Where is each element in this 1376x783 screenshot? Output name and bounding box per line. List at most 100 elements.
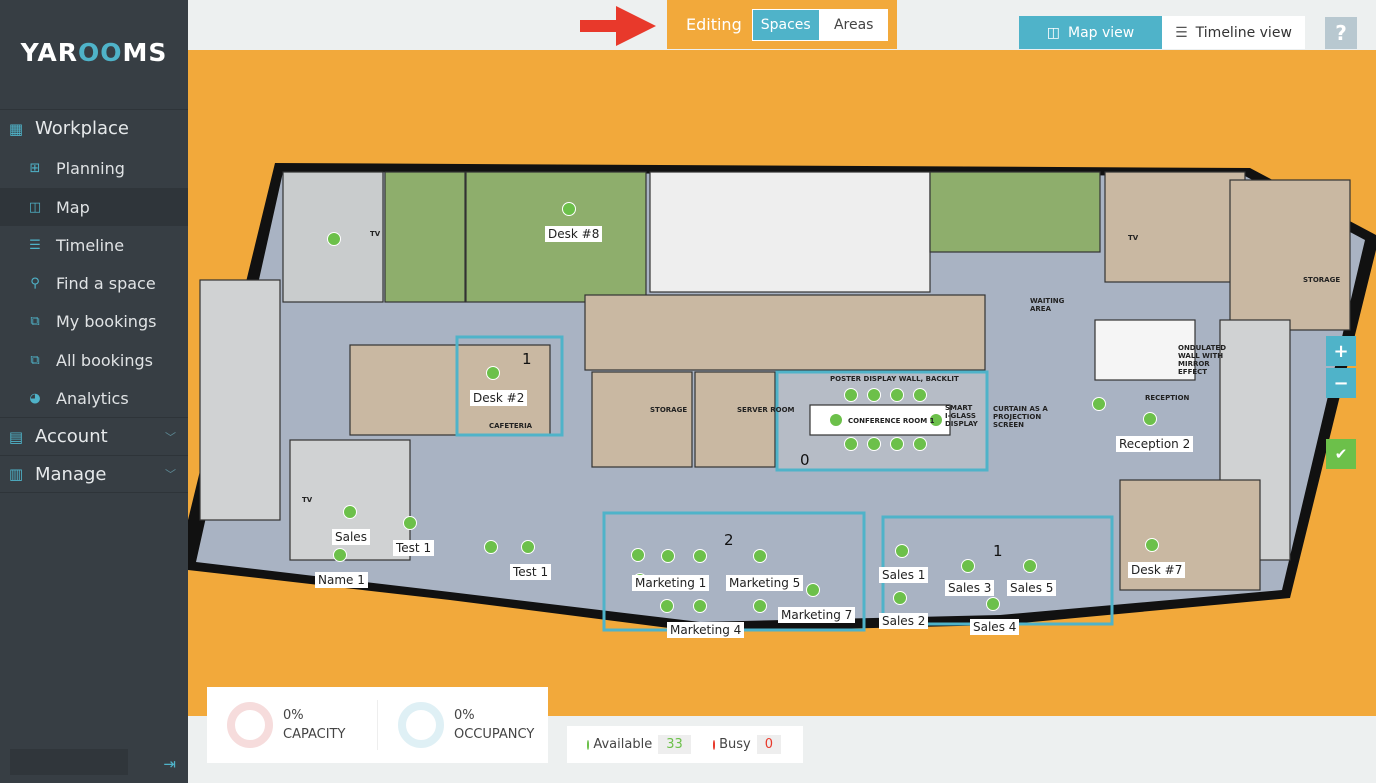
bookings-icon: ⧉ [30, 352, 40, 368]
map-icon: ◫ [1046, 24, 1060, 41]
zoom-out-button[interactable]: − [1326, 368, 1356, 398]
available-seat-marker [806, 583, 820, 597]
divider [377, 700, 378, 750]
available-seat-marker [327, 232, 341, 246]
room [1229, 179, 1351, 331]
space-label[interactable]: Marketing 7 [778, 607, 856, 623]
sidebar-group-workplace[interactable]: ▦Workplace [0, 109, 188, 147]
item-label: Find a space [56, 273, 156, 293]
area-outline [775, 370, 989, 472]
available-seat-marker [693, 599, 707, 613]
item-label: All bookings [56, 350, 153, 370]
available-seat-marker [753, 599, 767, 613]
help-button[interactable]: ? [1325, 17, 1357, 49]
sidebar-item-find-a-space[interactable]: ⚲ Find a space [0, 264, 188, 302]
confirm-check-button[interactable]: ✔ [1326, 439, 1356, 469]
plan-text: TV [370, 230, 381, 238]
available-seat-marker [631, 548, 645, 562]
spaces-button[interactable]: Spaces [751, 8, 820, 41]
chevron-down-icon: ﹀ [165, 468, 176, 481]
check-icon: ✔ [1334, 445, 1348, 463]
available-seat-marker [895, 544, 909, 558]
space-label[interactable]: Test 1 [393, 540, 435, 556]
sidebar-item-my-bookings[interactable]: ⧉My bookings [0, 302, 188, 340]
available-seat-marker [333, 548, 347, 562]
available-label: Available [593, 737, 653, 752]
room [694, 371, 776, 468]
id-card-icon: ▤ [8, 427, 24, 446]
item-label: Planning [56, 158, 125, 178]
zoom-in-button[interactable]: + [1326, 336, 1356, 366]
available-seat-marker [986, 597, 1000, 611]
plan-text: SERVER ROOM [737, 406, 795, 414]
available-seat-marker [867, 388, 881, 402]
space-label[interactable]: Desk #2 [470, 390, 528, 406]
space-label[interactable]: Sales 1 [879, 567, 929, 583]
room [384, 171, 466, 303]
available-seat-marker [1092, 397, 1106, 411]
space-label[interactable]: Marketing 1 [632, 575, 710, 591]
space-label[interactable]: Sales 4 [970, 619, 1020, 635]
room [1104, 171, 1246, 283]
room [584, 294, 986, 371]
sidebar-item-timeline[interactable]: ☰Timeline [0, 226, 188, 264]
space-label[interactable]: Desk #7 [1128, 562, 1186, 578]
available-seat-marker [486, 366, 500, 380]
search-icon: ⚲ [30, 275, 40, 291]
space-label[interactable]: Desk #8 [545, 226, 603, 242]
space-label[interactable]: Sales 3 [945, 580, 995, 596]
available-dot-icon [587, 739, 590, 750]
available-seat-marker [660, 599, 674, 613]
sidebar-item-analytics[interactable]: ◕Analytics [0, 379, 188, 417]
space-label[interactable]: Sales [332, 529, 370, 545]
bookings-icon: ⧉ [30, 313, 40, 329]
item-label: Timeline [56, 235, 125, 255]
available-seat-marker [867, 437, 881, 451]
occupancy-label: OCCUPANCY [454, 727, 535, 742]
map-view-button[interactable]: ◫ Map view [1019, 16, 1162, 49]
plan-text: POSTER DISPLAY WALL, BACKLIT [830, 375, 959, 383]
sidebar-item-planning[interactable]: ⊞Planning [0, 149, 188, 187]
arrow-annotation-icon [580, 6, 656, 46]
busy-count: 0 [756, 735, 781, 754]
available-count: 33 [658, 735, 691, 754]
capacity-label: CAPACITY [283, 727, 346, 742]
item-label: Analytics [56, 388, 129, 408]
available-seat-marker [961, 559, 975, 573]
timeline-view-button[interactable]: ☰Timeline view [1162, 16, 1305, 49]
space-label[interactable]: Name 1 [315, 572, 368, 588]
space-label[interactable]: Marketing 5 [726, 575, 804, 591]
map-view-label: Map view [1068, 24, 1135, 41]
room-count: 2 [724, 531, 734, 549]
space-label[interactable]: Reception 2 [1116, 436, 1194, 452]
space-label[interactable]: Sales 2 [879, 613, 929, 629]
timeline-icon: ☰ [1175, 24, 1188, 41]
collapse-sidebar-icon[interactable]: ⇥ [163, 755, 176, 773]
logo-text: MS [122, 38, 168, 67]
sidebar-group-account[interactable]: ▤Account﹀ [0, 417, 188, 455]
sidebar-footer [10, 749, 128, 775]
plan-text: RECEPTION [1145, 394, 1190, 402]
group-label: Account [35, 426, 108, 447]
room-count: 0 [800, 451, 810, 469]
sidebar-group-manage[interactable]: ▥Manage﹀ [0, 455, 188, 493]
space-label[interactable]: Marketing 4 [667, 622, 745, 638]
occupancy-ring [398, 702, 444, 748]
clipboard-icon: ▥ [8, 465, 24, 483]
space-label[interactable]: Test 1 [510, 564, 552, 580]
sidebar-item-all-bookings[interactable]: ⧉ All bookings [0, 341, 188, 379]
available-seat-marker [844, 388, 858, 402]
capacity-stat: 0%CAPACITY [207, 702, 377, 748]
available-seat-marker [562, 202, 576, 216]
busy-dot-icon [712, 739, 716, 750]
available-seat-marker [484, 540, 498, 554]
logo[interactable]: YAROOMS [0, 38, 188, 67]
building-icon: ▦ [8, 119, 24, 138]
space-label[interactable]: Sales 5 [1007, 580, 1057, 596]
sidebar: YAROOMS ▦Workplace ⊞Planning ◫Map ☰Timel… [0, 0, 188, 783]
sidebar-item-map[interactable]: ◫Map [0, 188, 188, 226]
areas-button[interactable]: Areas [819, 8, 888, 41]
